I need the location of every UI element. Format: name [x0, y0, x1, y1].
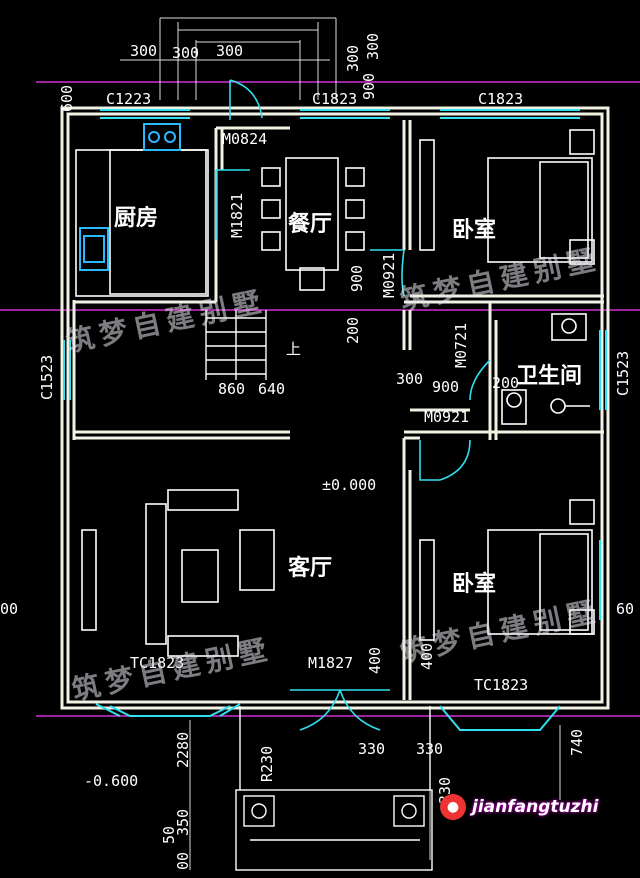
elevation-main-floor: ±0.000	[322, 476, 377, 494]
door-code-m0824: M0824	[222, 130, 268, 148]
kitchen-label: 厨房	[114, 206, 159, 231]
door-code-m0721: M0721	[452, 322, 470, 368]
bedroom-bottom-label: 卧室	[452, 572, 497, 597]
dim-900-vert-top: 900	[360, 72, 378, 100]
door-code-m0921-top: M0921	[380, 252, 398, 298]
dim-900-dining: 900	[348, 264, 366, 292]
dim-330-a: 330	[358, 740, 386, 758]
dim-600: 600	[58, 84, 76, 112]
dim-330-b: 330	[416, 740, 444, 758]
door-code-m1821: M1821	[228, 192, 246, 238]
dimension-lines	[120, 17, 561, 870]
bed-bottom	[419, 499, 595, 641]
window-code-c1523-right: C1523	[614, 350, 632, 396]
bathroom-fixtures	[501, 313, 590, 425]
dim-300-c: 300	[216, 42, 244, 60]
brand-badge: ● jianfangtuzhi	[440, 794, 598, 820]
dim-740: 740	[568, 728, 586, 756]
door-code-m0921-mid: M0921	[424, 408, 470, 426]
elevation-outside: -0.600	[84, 772, 139, 790]
dim-300-b: 300	[172, 44, 200, 62]
living-room-label: 客厅	[288, 556, 333, 581]
dining-table	[261, 157, 365, 291]
brand-handle: jianfangtuzhi	[472, 797, 599, 817]
window-code-c1223: C1223	[106, 90, 152, 108]
sofa-set	[81, 489, 275, 657]
dim-350: 350	[174, 808, 192, 836]
dim-00-left: 00	[0, 600, 19, 618]
window-code-c1523-left: C1523	[38, 354, 56, 400]
dim-60-right: 60	[616, 600, 635, 618]
stair-up-marker: 上	[286, 340, 302, 358]
dim-300-vert: 300	[344, 44, 362, 72]
dim-200-hall: 200	[344, 316, 362, 344]
dim-2280: 2280	[174, 731, 192, 768]
dim-400-a: 400	[366, 646, 384, 674]
interior-walls	[72, 120, 604, 700]
window-code-tc1823-right: TC1823	[474, 676, 529, 694]
entry-porch	[235, 706, 433, 871]
dim-r230: R230	[258, 745, 276, 782]
dim-900-hall: 900	[432, 378, 460, 396]
bed-top	[419, 129, 595, 265]
wechat-icon: ●	[440, 794, 466, 820]
dim-860: 860	[218, 380, 246, 398]
dim-200-bath: 200	[492, 374, 520, 392]
dim-640: 640	[258, 380, 286, 398]
dim-300-vert-top: 300	[364, 32, 382, 60]
bedroom-top-label: 卧室	[452, 218, 497, 243]
sink	[79, 227, 109, 271]
window-code-tc1823-left: TC1823	[130, 654, 185, 672]
dim-300-a: 300	[130, 42, 158, 60]
stove	[143, 123, 181, 151]
windows	[63, 109, 607, 731]
staircase	[205, 310, 267, 380]
door-code-m1827: M1827	[308, 654, 354, 672]
bathroom-label: 卫生间	[516, 364, 583, 389]
dining-room-label: 餐厅	[288, 212, 333, 237]
doors	[215, 79, 491, 731]
dim-00: 00	[174, 851, 192, 870]
dim-300-hall: 300	[396, 370, 424, 388]
window-code-c1823-mid: C1823	[312, 90, 358, 108]
window-code-c1823-right: C1823	[478, 90, 524, 108]
